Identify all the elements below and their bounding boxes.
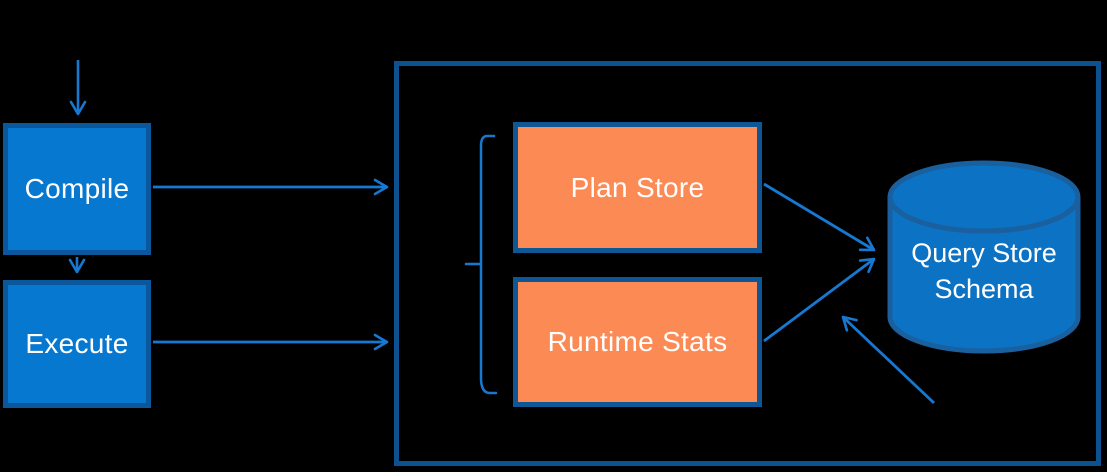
query-store-schema-label-line2: Schema	[934, 274, 1034, 304]
execute-node: Execute	[3, 280, 151, 408]
execute-label: Execute	[25, 328, 129, 359]
plan-store-node: Plan Store	[513, 122, 762, 253]
database-cylinder-icon	[887, 160, 1081, 354]
compile-node: Compile	[3, 123, 151, 255]
arrow-plan-store-to-schema	[763, 182, 876, 252]
query-store-schema-label: Query Store Schema	[888, 235, 1080, 307]
plan-store-label: Plan Store	[570, 171, 705, 203]
query-store-container-box	[394, 61, 1101, 466]
arrow-bottom-to-schema	[841, 315, 935, 405]
arrow-runtime-stats-to-schema	[763, 257, 876, 343]
runtime-stats-node: Runtime Stats	[513, 277, 762, 407]
query-store-schema-label-line1: Query Store	[911, 238, 1057, 268]
runtime-stats-label: Runtime Stats	[547, 326, 728, 357]
compile-label: Compile	[24, 173, 130, 204]
brace-left-of-stores	[479, 134, 498, 395]
